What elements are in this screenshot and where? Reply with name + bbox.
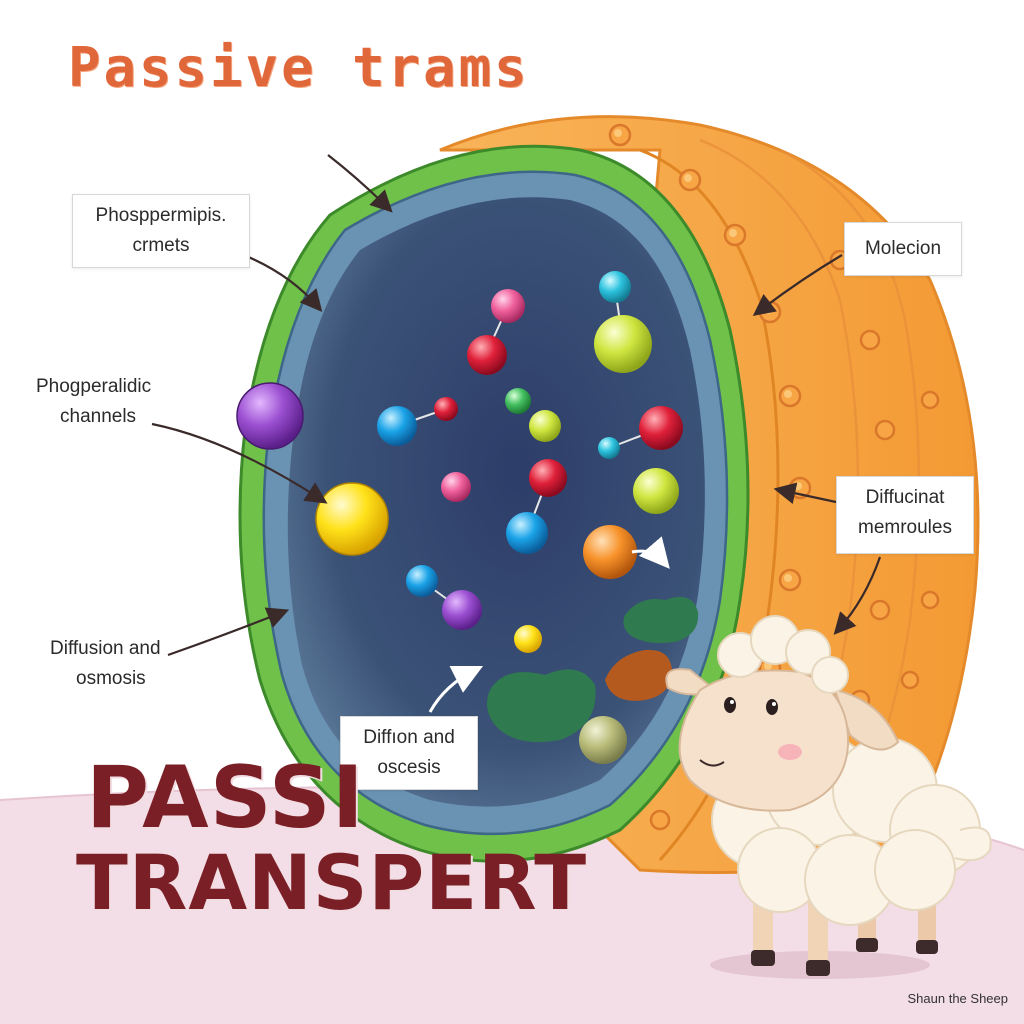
molecule-yellow-small bbox=[514, 625, 542, 653]
molecule-blue-2 bbox=[506, 512, 548, 554]
label-diffucinat-line1: Diffucinat bbox=[865, 487, 945, 508]
sheep bbox=[665, 615, 992, 979]
label-diffucinat-line2: memroules bbox=[858, 517, 952, 538]
inner-arrow-1 bbox=[428, 665, 484, 713]
label-channels: Phogperalidic channels bbox=[36, 372, 196, 432]
molecule-blue bbox=[377, 406, 417, 446]
molecules bbox=[377, 271, 699, 764]
label-diffusion-osmosis-line1: Diffusion and bbox=[50, 638, 161, 659]
molecule-lime-small bbox=[529, 410, 561, 442]
organelle-green-right bbox=[623, 596, 699, 644]
organelle-dark-green bbox=[486, 669, 596, 743]
diagram-title: Passive trams bbox=[68, 36, 530, 99]
molecule-red bbox=[467, 335, 507, 375]
organelle-brown bbox=[605, 649, 672, 701]
molecule-cyan bbox=[599, 271, 631, 303]
molecule-purple-small bbox=[442, 590, 482, 630]
label-molecion: Molecion bbox=[844, 222, 962, 276]
label-phospholipids-line2: crmets bbox=[132, 235, 190, 256]
molecule-green bbox=[505, 388, 531, 414]
molecule-pink-2 bbox=[441, 472, 471, 502]
molecule-cyan-small bbox=[598, 437, 620, 459]
label-channels-line2: channels bbox=[60, 406, 137, 427]
molecule-pink bbox=[491, 289, 525, 323]
big-title-line1: PASSI bbox=[86, 748, 365, 848]
label-difflon: Diffıon and oscesis bbox=[340, 716, 478, 790]
molecule-blue-3 bbox=[406, 565, 438, 597]
inner-arrow-2 bbox=[631, 536, 670, 569]
molecule-red-2 bbox=[639, 406, 683, 450]
molecule-red-small bbox=[434, 397, 458, 421]
label-channels-line1: Phogperalidic bbox=[36, 376, 152, 397]
molecule-orange bbox=[583, 525, 637, 579]
label-phospholipids: Phosppermipis. crmets bbox=[72, 194, 250, 268]
label-diffusion-osmosis-line2: osmosis bbox=[76, 668, 146, 689]
molecule-olive bbox=[579, 716, 627, 764]
molecule-purple-large bbox=[236, 382, 304, 450]
image-caption: Shaun the Sheep bbox=[907, 991, 1008, 1006]
label-diffucinat: Diffucinat memroules bbox=[836, 476, 974, 554]
molecule-red-3 bbox=[529, 459, 567, 497]
molecule-lime bbox=[594, 315, 652, 373]
label-difflon-line1: Diffıon and bbox=[363, 727, 455, 748]
label-difflon-line2: oscesis bbox=[377, 757, 441, 778]
big-title-line2: TRANSPERT bbox=[76, 838, 588, 927]
molecule-yellow-large bbox=[315, 482, 389, 556]
pointer-arrows bbox=[151, 154, 882, 657]
label-phospholipids-line1: Phosppermipis. bbox=[95, 205, 227, 226]
molecule-lime-2 bbox=[633, 468, 679, 514]
label-molecion-line1: Molecion bbox=[864, 238, 942, 259]
label-diffusion-osmosis: Diffusion and osmosis bbox=[50, 634, 210, 694]
